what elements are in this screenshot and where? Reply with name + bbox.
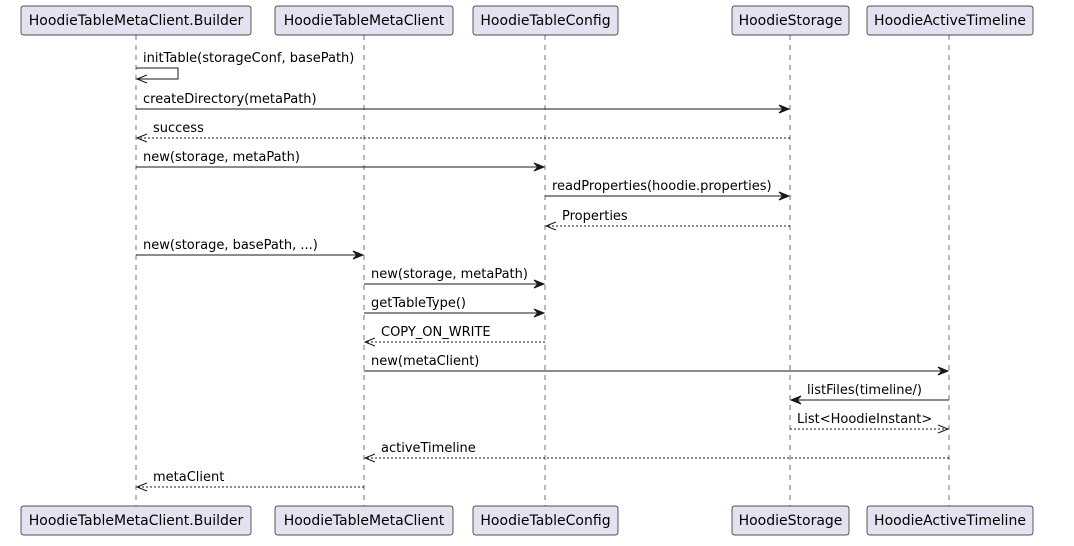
participant-box — [731, 505, 850, 536]
message-13: List<HoodieInstant> — [790, 412, 950, 434]
message-15: metaClient — [135, 470, 364, 492]
message-5: readProperties(hoodie.properties) — [545, 179, 791, 201]
message-9: getTableType() — [364, 296, 546, 318]
message-1: initTable(storageConf, basePath) — [135, 51, 354, 84]
participant-metaclient-top: HoodieTableMetaClient — [274, 5, 454, 36]
arrow-head — [135, 74, 148, 84]
message-11: new(metaClient) — [364, 354, 950, 376]
message-label: createDirectory(metaPath) — [143, 92, 317, 107]
participant-box — [866, 5, 1034, 36]
arrow-head — [533, 308, 546, 318]
message-label: success — [153, 121, 204, 136]
message-3: success — [135, 121, 790, 143]
arrow-head — [778, 104, 791, 114]
participant-label: HoodieTableMetaClient.Builder — [29, 13, 244, 29]
message-7: new(storage, basePath, ...) — [136, 238, 365, 260]
message-label: new(storage, basePath, ...) — [143, 238, 318, 253]
arrow-head — [544, 221, 557, 231]
arrow-head — [363, 453, 376, 463]
arrow-head — [352, 250, 365, 260]
arrow-head — [937, 366, 950, 376]
arrow-head — [778, 191, 791, 201]
participant-box — [20, 505, 252, 536]
participant-storage-bottom: HoodieStorage — [731, 505, 850, 536]
participant-config-top: HoodieTableConfig — [472, 5, 619, 36]
message-arrow — [136, 67, 179, 80]
participant-label: HoodieTableConfig — [480, 13, 610, 29]
participant-box — [472, 5, 619, 36]
arrow-head — [533, 279, 546, 289]
message-2: createDirectory(metaPath) — [136, 92, 791, 114]
message-10: COPY_ON_WRITE — [363, 325, 545, 347]
arrow-head — [937, 424, 950, 434]
message-6: Properties — [544, 209, 790, 231]
participant-label: HoodieTableConfig — [480, 513, 610, 529]
arrow-head — [135, 133, 148, 143]
message-label: new(metaClient) — [371, 354, 479, 369]
participant-builder-bottom: HoodieTableMetaClient.Builder — [20, 505, 252, 536]
message-label: getTableType() — [371, 296, 466, 311]
message-label: List<HoodieInstant> — [797, 412, 932, 427]
message-label: new(storage, metaPath) — [371, 267, 528, 282]
arrow-head — [135, 482, 148, 492]
participant-timeline-bottom: HoodieActiveTimeline — [866, 505, 1034, 536]
participant-timeline-top: HoodieActiveTimeline — [866, 5, 1034, 36]
message-label: listFiles(timeline/) — [807, 383, 922, 398]
message-label: activeTimeline — [381, 441, 476, 456]
message-label: readProperties(hoodie.properties) — [552, 179, 772, 194]
participant-box — [20, 5, 252, 36]
participant-label: HoodieStorage — [739, 513, 843, 529]
participant-label: HoodieActiveTimeline — [874, 513, 1026, 529]
message-label: metaClient — [153, 470, 224, 485]
message-4: new(storage, metaPath) — [136, 150, 546, 172]
message-label: COPY_ON_WRITE — [381, 325, 491, 340]
message-label: Properties — [562, 209, 628, 224]
participant-metaclient-bottom: HoodieTableMetaClient — [274, 505, 454, 536]
message-8: new(storage, metaPath) — [364, 267, 546, 289]
participant-box — [274, 5, 454, 36]
participant-label: HoodieStorage — [739, 13, 843, 29]
participant-label: HoodieTableMetaClient — [284, 13, 445, 29]
arrow-head — [789, 395, 802, 405]
message-label: initTable(storageConf, basePath) — [143, 51, 354, 66]
participant-box — [866, 505, 1034, 536]
message-label: new(storage, metaPath) — [143, 150, 300, 165]
participant-builder-top: HoodieTableMetaClient.Builder — [20, 5, 252, 36]
arrow-head — [533, 162, 546, 172]
message-14: activeTimeline — [363, 441, 949, 463]
participant-storage-top: HoodieStorage — [731, 5, 850, 36]
participant-label: HoodieTableMetaClient — [284, 513, 445, 529]
message-12: listFiles(timeline/) — [789, 383, 949, 405]
arrow-head — [363, 337, 376, 347]
participant-box — [731, 5, 850, 36]
participant-config-bottom: HoodieTableConfig — [472, 505, 619, 536]
participant-box — [274, 505, 454, 536]
participant-label: HoodieTableMetaClient.Builder — [29, 513, 244, 529]
participant-box — [472, 505, 619, 536]
participant-label: HoodieActiveTimeline — [874, 13, 1026, 29]
